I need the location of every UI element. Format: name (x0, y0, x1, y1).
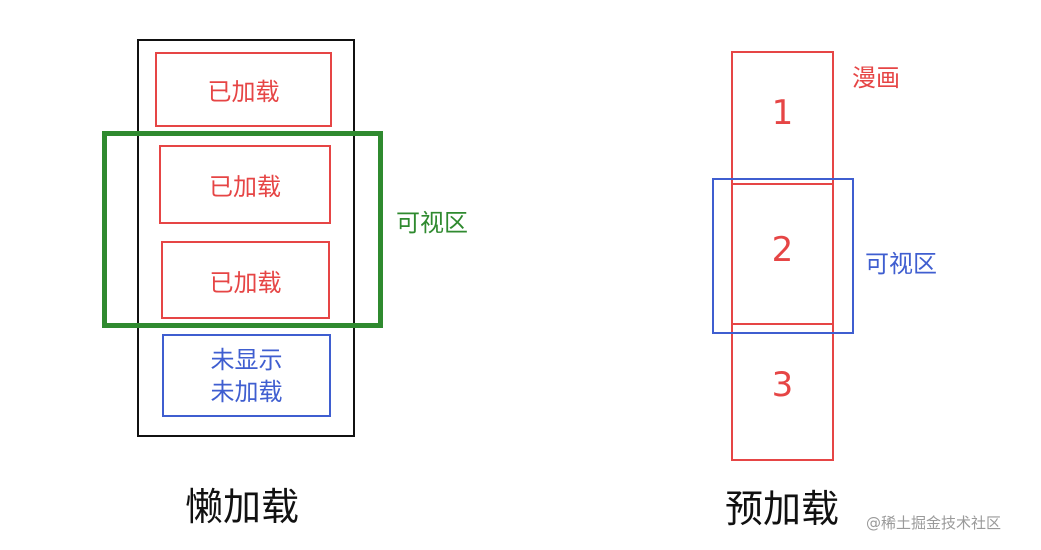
page-number: 1 (771, 93, 794, 133)
lazy-item-label-line2: 未加载 (210, 377, 283, 406)
lazy-item-label: 已加载 (207, 78, 280, 106)
lazy-viewport-label: 可视区 (396, 209, 468, 237)
lazy-item-loaded-1: 已加载 (155, 52, 332, 127)
lazy-item-label: 已加载 (209, 173, 281, 201)
lazy-viewport-frame (102, 131, 383, 328)
page-divider (733, 323, 832, 325)
lazy-item-label-line1: 未显示 (210, 345, 283, 374)
lazy-load-title: 懒加载 (185, 485, 300, 529)
lazy-item-loaded-2: 已加载 (159, 145, 331, 224)
page-divider (733, 183, 832, 185)
watermark: @稀土掘金技术社区 (866, 514, 1002, 532)
page-number: 3 (771, 365, 794, 405)
lazy-item-loaded-3: 已加载 (161, 241, 330, 319)
lazy-item-unloaded: 未显示 未加载 (162, 334, 331, 417)
comic-label: 漫画 (852, 64, 900, 92)
lazy-item-label: 已加载 (209, 268, 282, 297)
lazy-load-container (137, 39, 355, 437)
preload-viewport-label: 可视区 (865, 250, 937, 278)
comic-strip (731, 51, 834, 461)
preload-viewport-frame (712, 178, 854, 334)
preload-title: 预加载 (725, 487, 840, 531)
page-number: 2 (771, 230, 794, 270)
